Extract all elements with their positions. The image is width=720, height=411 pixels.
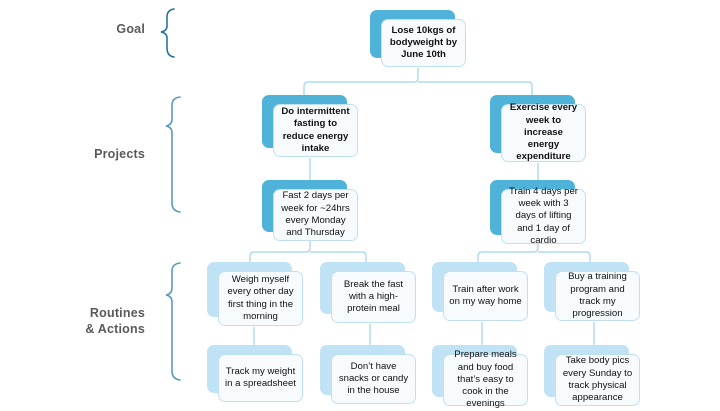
node-routine-2a-text: Break the fast with a high-protein meal <box>343 278 404 315</box>
node-routine-3a-text: Train after work on my way home <box>449 283 522 307</box>
node-routine-1b-text: Track my weight in a spreadsheet <box>225 365 296 389</box>
node-project-right-text: Exercise every week to increase energy e… <box>509 102 578 163</box>
node-routine-3b-card: Prepare meals and buy food that’s easy t… <box>443 349 528 409</box>
node-project-right-card: Exercise every week to increase energy e… <box>501 102 586 163</box>
node-goal-text: Lose 10kgs of bodyweight by June 10th <box>389 24 458 61</box>
node-routine-4b-text: Take body pics every Sunday to track phy… <box>562 355 633 404</box>
tier-label-routines: Routines & Actions <box>40 306 145 337</box>
node-routine-3b-text: Prepare meals and buy food that’s easy t… <box>454 349 517 410</box>
node-routine-3a-card: Train after work on my way home <box>443 271 528 321</box>
node-routine-4b-card: Take body pics every Sunday to track phy… <box>555 354 640 406</box>
node-routine-1b[interactable]: Track my weight in a spreadsheet <box>207 345 303 402</box>
node-routine-1a[interactable]: Weigh myself every other day first thing… <box>207 262 303 326</box>
tier-label-projects: Projects <box>50 147 145 163</box>
node-goal-card: Lose 10kgs of bodyweight by June 10th <box>381 19 466 67</box>
node-routine-3b[interactable]: Prepare meals and buy food that’s easy t… <box>432 345 528 409</box>
node-routine-2a-card: Break the fast with a high-protein meal <box>331 271 416 323</box>
tier-label-goal-text: Goal <box>116 22 145 36</box>
node-sub-right-text: Train 4 days per week with 3 days of lif… <box>509 185 578 246</box>
node-routine-4a[interactable]: Buy a training program and track my prog… <box>544 262 640 321</box>
node-routine-1a-card: Weigh myself every other day first thing… <box>218 271 303 326</box>
node-sub-right[interactable]: Train 4 days per week with 3 days of lif… <box>490 180 586 246</box>
node-routine-4b[interactable]: Take body pics every Sunday to track phy… <box>544 345 640 406</box>
node-sub-right-card: Train 4 days per week with 3 days of lif… <box>501 185 586 246</box>
node-goal[interactable]: Lose 10kgs of bodyweight by June 10th <box>370 10 466 67</box>
tier-label-routines-line2: & Actions <box>85 321 145 336</box>
node-project-right[interactable]: Exercise every week to increase energy e… <box>490 95 586 162</box>
tier-label-projects-text: Projects <box>94 147 145 161</box>
node-routine-2a[interactable]: Break the fast with a high-protein meal <box>320 262 416 323</box>
node-routine-1b-card: Track my weight in a spreadsheet <box>218 354 303 402</box>
node-routine-2b-text: Don’t have snacks or candy in the house <box>338 360 409 397</box>
node-sub-left[interactable]: Fast 2 days per week for ~24hrs every Mo… <box>262 180 358 241</box>
tier-label-routines-line1: Routines <box>89 306 145 320</box>
node-routine-3a[interactable]: Train after work on my way home <box>432 262 528 321</box>
node-project-left-card: Do intermittent fasting to reduce energy… <box>273 104 358 157</box>
node-routine-4a-text: Buy a training program and track my prog… <box>568 271 627 320</box>
node-routine-2b[interactable]: Don’t have snacks or candy in the house <box>320 345 416 404</box>
node-routine-2b-card: Don’t have snacks or candy in the house <box>331 354 416 404</box>
node-sub-left-card: Fast 2 days per week for ~24hrs every Mo… <box>273 189 358 241</box>
tier-label-goal: Goal <box>60 22 145 38</box>
node-sub-left-text: Fast 2 days per week for ~24hrs every Mo… <box>281 190 350 239</box>
node-routine-4a-card: Buy a training program and track my prog… <box>555 271 640 321</box>
node-routine-1a-text: Weigh myself every other day first thing… <box>227 273 294 322</box>
node-project-left[interactable]: Do intermittent fasting to reduce energy… <box>262 95 358 157</box>
node-project-left-text: Do intermittent fasting to reduce energy… <box>281 105 350 154</box>
